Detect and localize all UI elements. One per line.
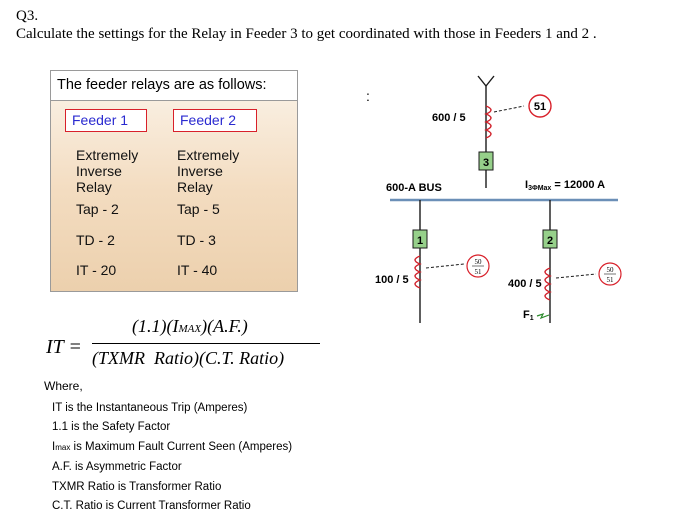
fault-arrow-icon <box>536 312 550 320</box>
relay-5051-right-bottom: 51 <box>607 276 615 284</box>
where-title: Where, <box>44 379 83 393</box>
breaker-3 <box>478 151 494 171</box>
bus-label: 600-A BUS <box>386 182 442 194</box>
def-it: IT is the Instantaneous Trip (Amperes) <box>52 402 248 414</box>
ct-left-to-relay <box>425 263 465 269</box>
fault-f1-label: F1 <box>523 309 534 322</box>
breaker-1-label: 1 <box>417 235 423 247</box>
def-txmr: TXMR Ratio is Transformer Ratio <box>52 481 222 493</box>
breaker-3-label: 3 <box>483 157 489 169</box>
feeder2-curve-3: Relay <box>177 179 213 195</box>
ct-right-label: 400 / 5 <box>508 278 542 290</box>
formula-numerator: (1.1)(IMAX)(A.F.) <box>132 316 248 336</box>
formula-fraction-bar <box>92 343 320 345</box>
feeder2-tap: Tap - 5 <box>177 201 220 217</box>
relay-5051-left-top: 50 <box>475 258 483 266</box>
ct-right-icon <box>544 267 552 301</box>
ct-top-to-51 <box>493 105 525 113</box>
relay-51-label: 51 <box>534 101 546 113</box>
feeder2-curve-2: Inverse <box>177 163 223 179</box>
ct-left-icon <box>414 255 422 289</box>
relay-51-icon <box>528 94 552 118</box>
feeder1-it: IT - 20 <box>76 262 117 278</box>
feeder2-title: Feeder 2 <box>173 109 257 132</box>
feeder1-curve-3: Relay <box>76 179 112 195</box>
diagram-dot: : <box>366 88 370 104</box>
formula-lhs: IT = <box>46 336 82 358</box>
def-ct: C.T. Ratio is Current Transformer Ratio <box>52 500 251 512</box>
def-imax: Imax is Maximum Fault Current Seen (Ampe… <box>52 441 293 453</box>
def-safety-factor: 1.1 is the Safety Factor <box>52 421 171 433</box>
breaker-2-label: 2 <box>547 235 553 247</box>
feeder2-settings: Extremely Inverse Relay <box>177 147 239 195</box>
feeder1-settings: Extremely Inverse Relay <box>76 147 138 195</box>
feeder2-td: TD - 3 <box>177 232 216 248</box>
ct-right-to-relay <box>555 273 597 279</box>
relay-settings-panel: The feeder relays are as follows: Feeder… <box>50 70 298 292</box>
feeder1-tap: Tap - 2 <box>76 201 119 217</box>
feeder1-curve-2: Inverse <box>76 163 122 179</box>
question-text: Calculate the settings for the Relay in … <box>16 26 597 42</box>
feeder2-it: IT - 40 <box>177 262 218 278</box>
relay-5051-right-top: 50 <box>607 266 615 274</box>
source-y-symbol <box>477 75 495 97</box>
fault-current-label: I3ΦMax = 12000 A <box>525 179 605 192</box>
feeder1-curve-1: Extremely <box>76 147 139 163</box>
relay-5051-left-bottom: 51 <box>475 268 483 276</box>
feeder1-title: Feeder 1 <box>65 109 147 132</box>
breaker-2 <box>542 229 558 249</box>
question-number: Q3. <box>16 8 39 24</box>
ct-left-label: 100 / 5 <box>375 274 409 286</box>
def-af: A.F. is Asymmetric Factor <box>52 461 182 473</box>
formula-denominator: (TXMR Ratio)(C.T. Ratio) <box>92 348 285 368</box>
one-line-diagram: : 600 / 5 51 3 600-A BUS I3ΦMax = 12000 … <box>366 75 622 323</box>
panel-header: The feeder relays are as follows: <box>51 71 297 101</box>
feeder2-curve-1: Extremely <box>177 147 240 163</box>
feeder1-td: TD - 2 <box>76 232 115 248</box>
ct-top-label: 600 / 5 <box>432 112 466 124</box>
breaker-1 <box>412 229 428 249</box>
ct-top-icon <box>484 105 492 139</box>
